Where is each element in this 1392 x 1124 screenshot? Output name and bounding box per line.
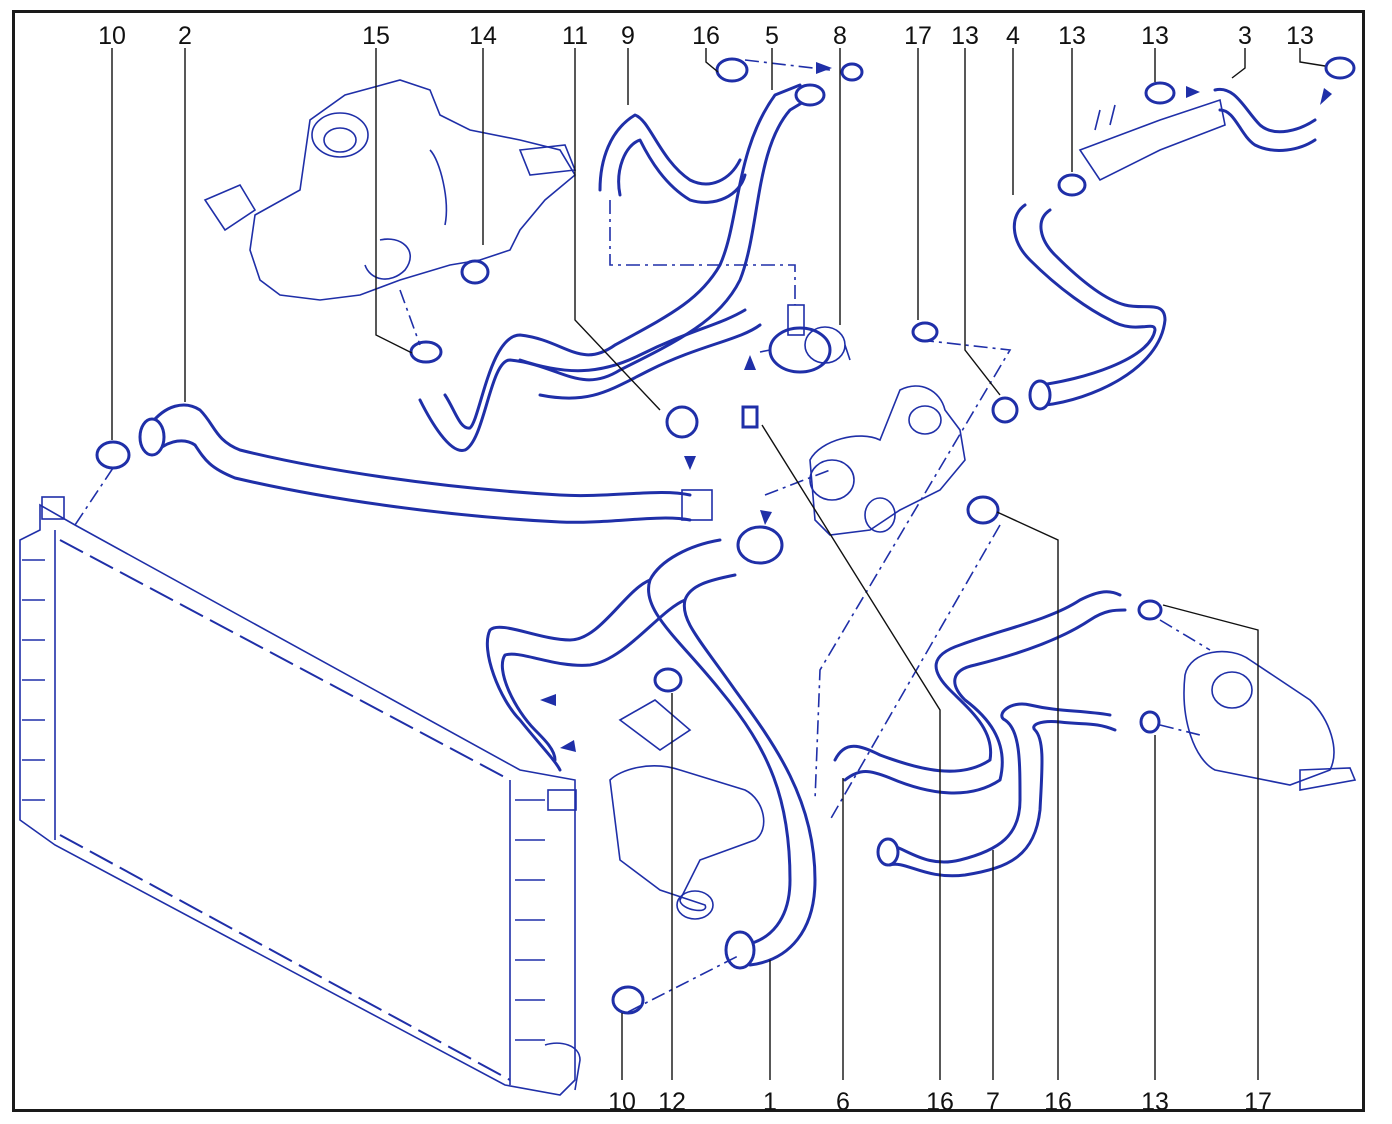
hose-6 [833, 590, 1127, 795]
engine-outlet-assembly [609, 699, 765, 920]
callout-label: 13 [1141, 1088, 1169, 1116]
callout-label: 10 [608, 1088, 636, 1116]
throttle-body-assembly [203, 79, 577, 301]
callout-label: 17 [1244, 1088, 1272, 1116]
callout-label: 13 [1286, 22, 1314, 50]
callout-label: 3 [1238, 22, 1252, 50]
callout-label: 14 [469, 22, 497, 50]
diagram-frame [12, 10, 1365, 1112]
hose-clamps [95, 56, 1356, 1015]
callout-label: 13 [1058, 22, 1086, 50]
assembly-lines [74, 59, 1211, 1013]
callout-label: 5 [765, 22, 779, 50]
callout-label: 2 [178, 22, 192, 50]
expansion-tank [1183, 650, 1357, 791]
thermostat-housing [809, 385, 966, 536]
callout-label: 15 [362, 22, 390, 50]
hose-3 [1078, 87, 1317, 182]
hose-9 [598, 113, 796, 305]
callout-label: 16 [692, 22, 720, 50]
callout-label: 17 [904, 22, 932, 50]
callout-label: 13 [1141, 22, 1169, 50]
callout-label: 9 [621, 22, 635, 50]
leader-lines [111, 48, 1326, 1080]
radiator [19, 496, 581, 1096]
hose-5 [418, 62, 864, 452]
bottom-callouts: 10 12 1 6 16 7 16 13 17 [608, 1088, 1272, 1116]
hose-1 [485, 525, 817, 970]
callout-label: 4 [1006, 22, 1020, 50]
callout-label: 16 [926, 1088, 954, 1116]
callout-label: 10 [98, 22, 126, 50]
top-callouts: 10 2 15 14 11 9 16 5 8 17 13 4 13 13 3 1… [98, 22, 1314, 50]
callout-label: 11 [562, 22, 588, 50]
hose-7 [876, 702, 1117, 878]
hose-2 [138, 403, 713, 524]
callout-label: 1 [763, 1088, 777, 1116]
callout-label: 12 [658, 1088, 686, 1116]
callout-label: 7 [986, 1088, 1000, 1116]
callout-label: 8 [833, 22, 847, 50]
hose-4 [1012, 203, 1167, 411]
callout-label: 13 [951, 22, 979, 50]
auxiliary-pump [759, 304, 851, 374]
callout-label: 16 [1044, 1088, 1072, 1116]
callout-label: 6 [836, 1088, 850, 1116]
direction-arrows [540, 62, 1332, 752]
